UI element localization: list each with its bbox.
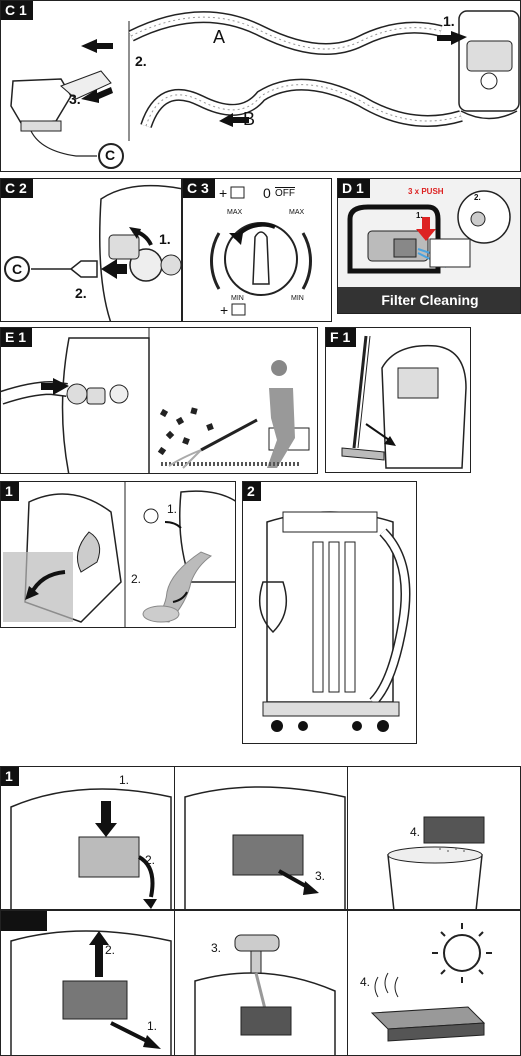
storage-illustration xyxy=(326,328,471,473)
plug-c-label: C xyxy=(105,147,115,163)
panel-d1: D 1 3 x PUSH 1. 2. Filter Cleaning xyxy=(337,178,521,314)
panel-tag: 1 xyxy=(1,767,19,786)
wet-vacuum-illustration xyxy=(1,328,318,474)
filter-install-step-1 xyxy=(1,911,175,1056)
push-label: 3 x PUSH xyxy=(408,187,444,196)
panel-tag: C 2 xyxy=(1,179,33,198)
filter-drying-illustration xyxy=(348,911,521,1056)
panel-tag: 1 xyxy=(1,482,19,501)
step-3-label: 3. xyxy=(211,941,221,955)
panel-c2: C 2 C 1. 2. xyxy=(0,178,182,322)
hose-b-label: B xyxy=(243,109,255,130)
filter-remove-step-1 xyxy=(1,767,175,910)
filter-remove-step-3 xyxy=(175,767,348,910)
socket-illustration xyxy=(1,179,182,322)
step-1-label: 1. xyxy=(147,1019,157,1033)
panel-h2-b: 3. xyxy=(174,910,348,1056)
max-right-label: MAX xyxy=(289,209,304,216)
off-zero-label: 0 xyxy=(263,185,271,201)
step-1-label: 1. xyxy=(443,13,455,29)
step-4-label: 4. xyxy=(410,825,420,839)
off-text-label: OFF xyxy=(275,188,295,199)
min-right-label: MIN xyxy=(291,295,304,302)
panel-h2-c: 4. xyxy=(347,910,521,1056)
panel-tag: E 1 xyxy=(1,328,32,347)
step-1-label: 1. xyxy=(167,502,177,516)
drain-illustration xyxy=(1,482,236,628)
step-1-label: 1. xyxy=(119,773,129,787)
step-2-label: 2. xyxy=(145,853,155,867)
filter-tapping-illustration xyxy=(348,767,521,910)
panel-h2-a: 2. 1. xyxy=(0,910,175,1056)
panel-g2: 2 xyxy=(242,481,417,744)
panel-h1-b: 3. xyxy=(174,766,348,910)
step-2-label: 2. xyxy=(75,285,87,301)
panel-h1-c: 4. xyxy=(347,766,521,910)
plus-top-label: + xyxy=(219,185,227,201)
panel-tag: 2 xyxy=(243,482,261,501)
step-4-label: 4. xyxy=(360,975,370,989)
panel-e1: E 1 xyxy=(0,327,318,474)
step-3-label: 3. xyxy=(69,91,81,107)
panel-c3: C 3 + 0 OFF MAX MAX MIN MIN + xyxy=(182,178,332,322)
panel-h1-a: 1 1. 2. xyxy=(0,766,175,910)
panel-tag: F 1 xyxy=(326,328,356,347)
step-3-label: 3. xyxy=(315,869,325,883)
panel-tag xyxy=(1,911,47,931)
step-2-label: 2. xyxy=(474,193,481,202)
min-left-label: MIN xyxy=(231,295,244,302)
step-1-label: 1. xyxy=(416,211,423,220)
stored-vacuum-illustration xyxy=(243,482,417,744)
step-2-label: 2. xyxy=(135,53,147,69)
step-2-label: 2. xyxy=(131,572,141,586)
plus-bottom-label: + xyxy=(220,302,228,318)
panel-g1: 1 1. 2. xyxy=(0,481,236,628)
panel-tag: C 3 xyxy=(183,179,215,198)
panel-tag: C 1 xyxy=(1,1,33,20)
panel-f1: F 1 xyxy=(325,327,471,473)
panel-tag: D 1 xyxy=(338,179,370,198)
power-dial-illustration xyxy=(183,179,332,322)
max-left-label: MAX xyxy=(227,209,242,216)
step-2-label: 2. xyxy=(105,943,115,957)
filter-cleaning-caption: Filter Cleaning xyxy=(338,292,521,308)
panel-c1: C 1 1. 2. 3. A B C xyxy=(0,0,521,172)
hose-a-label: A xyxy=(213,27,225,48)
plug-c-label: C xyxy=(12,261,22,277)
filter-rinse-illustration xyxy=(175,911,348,1056)
step-1-label: 1. xyxy=(159,231,171,247)
